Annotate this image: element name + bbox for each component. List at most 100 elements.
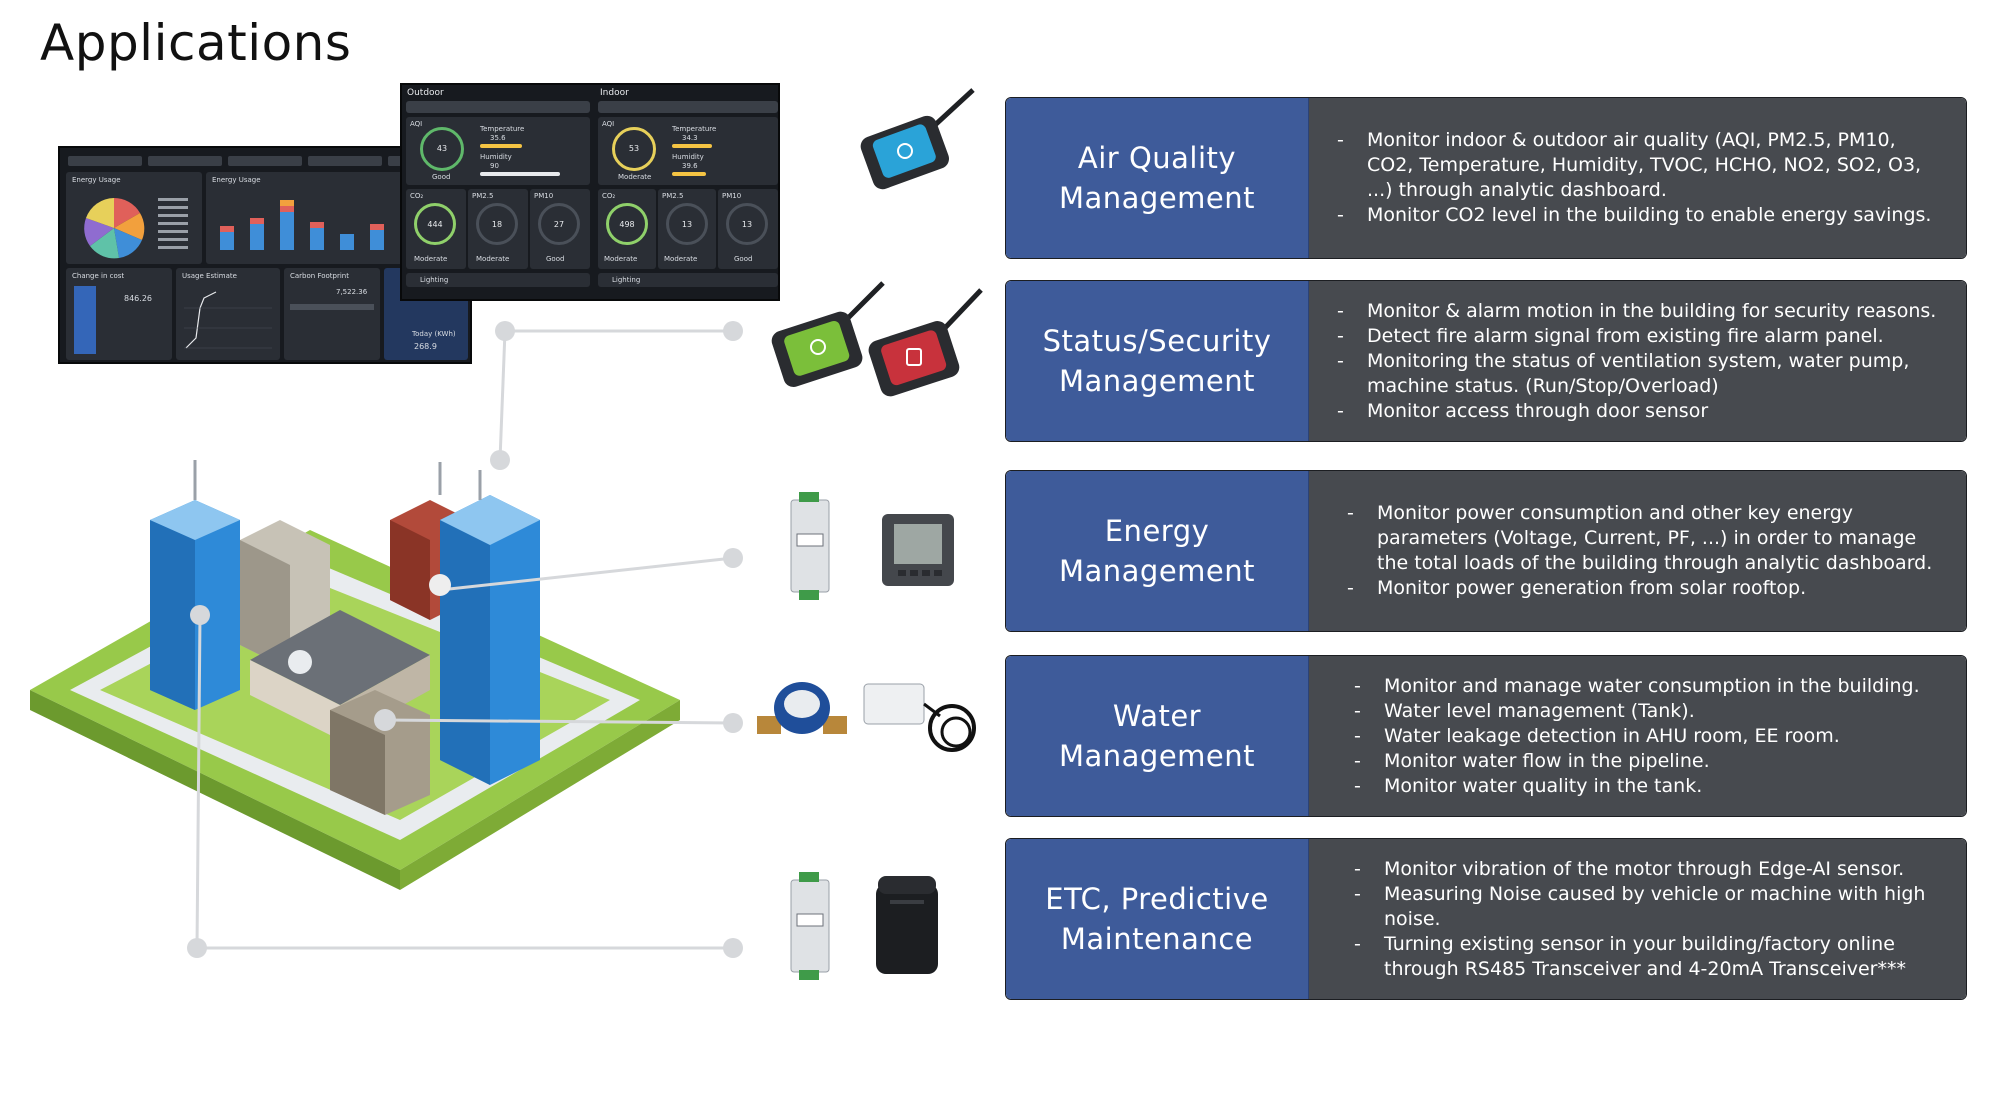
door-sensor-icon: [868, 288, 983, 397]
app-row-predictive-maintenance: ETC, Predictive Maintenance Monitor vibr…: [1005, 838, 1967, 1000]
energy-list: Monitor power consumption and other key …: [1347, 501, 1942, 601]
list-item: Monitoring the status of ventilation sys…: [1337, 349, 1942, 399]
water-meter-icon: [757, 682, 847, 734]
transceiver-icon: [790, 872, 830, 980]
app-row-energy: Energy Management Monitor power consumpt…: [1005, 470, 1967, 632]
carbon-footprint-card: Carbon Footprint 7,522.36: [284, 268, 380, 360]
app-row-water: Water Management Monitor and manage wate…: [1005, 655, 1967, 817]
indoor-pm10-card: PM10 13 Good: [718, 189, 778, 269]
outdoor-lighting-label: Lighting: [420, 276, 449, 284]
outdoor-pm10-status: Good: [546, 255, 565, 263]
outdoor-pm10-card: PM10 27 Good: [530, 189, 590, 269]
indoor-pm25-value: 13: [681, 219, 693, 229]
pie-chart-icon: [84, 198, 188, 259]
outdoor-aqi-gauge: 43: [420, 127, 464, 171]
outdoor-co2-status: Moderate: [414, 255, 448, 263]
air-quality-dashboard-screenshot: Outdoor Indoor AQI 43 Good Temperature 3…: [400, 83, 780, 301]
indoor-pm10-label: PM10: [722, 192, 742, 200]
app-row-air-quality: Air Quality Management Monitor indoor & …: [1005, 97, 1967, 259]
outdoor-humidity: 90: [490, 162, 499, 170]
indoor-pm10-value: 13: [741, 219, 753, 229]
indoor-temperature-label: Temperature: [672, 125, 717, 133]
water-level-sensor-icon: [863, 683, 976, 752]
aqi-label: AQI: [410, 120, 423, 128]
outdoor-pm25-card: PM2.5 18 Moderate: [468, 189, 528, 269]
indoor-aqi-label: AQI: [602, 120, 615, 128]
outdoor-label: Outdoor: [407, 88, 444, 98]
today-value: 268.9: [414, 342, 437, 351]
list-item: Turning existing sensor in your building…: [1354, 932, 1942, 982]
air-quality-sensor-icon: [860, 88, 975, 190]
building-grey-front: [330, 690, 430, 815]
outdoor-aqi-status: Good: [432, 173, 451, 181]
list-item: Monitor water flow in the pipeline.: [1354, 749, 1920, 774]
connector-lines-and-city: [30, 321, 743, 958]
indoor-aqi-value: 53: [628, 144, 640, 154]
status-security-description: Monitor & alarm motion in the building f…: [1309, 281, 1966, 441]
cost-bar: [74, 286, 96, 354]
air-quality-title: Air Quality Management: [1006, 98, 1309, 258]
indoor-lighting-label: Lighting: [612, 276, 641, 284]
indoor-temperature: 34.3: [682, 134, 698, 142]
list-item: Monitor CO2 level in the building to ena…: [1337, 203, 1942, 228]
outdoor-lighting-row: Lighting: [406, 273, 590, 287]
pm10-label: PM10: [534, 192, 554, 200]
line-chart-icon: [184, 291, 272, 349]
outdoor-temperature: 35.6: [490, 134, 506, 142]
list-item: Monitor power consumption and other key …: [1347, 501, 1942, 576]
water-description: Monitor and manage water consumption in …: [1309, 656, 1966, 816]
motion-sensor-icon: [771, 281, 885, 387]
change-in-cost-card: Change in cost 846.26: [66, 268, 172, 360]
energy-description: Monitor power consumption and other key …: [1309, 471, 1966, 631]
list-item: Monitor water quality in the tank.: [1354, 774, 1920, 799]
indoor-humidity-label: Humidity: [672, 153, 704, 161]
list-item: Detect fire alarm signal from existing f…: [1337, 324, 1942, 349]
energy-usage-label: Energy Usage: [72, 176, 121, 184]
list-item: Monitor indoor & outdoor air quality (AQ…: [1337, 128, 1942, 203]
outdoor-pm25-value: 18: [491, 219, 503, 229]
today-label: Today (KWh): [412, 330, 456, 338]
indoor-aqi-gauge: 53: [612, 127, 656, 171]
indoor-label: Indoor: [600, 88, 629, 98]
temperature-label: Temperature: [480, 125, 525, 133]
pm25-label: PM2.5: [472, 192, 494, 200]
building-blue-right: [440, 495, 540, 785]
app-row-status-security: Status/Security Management Monitor & ala…: [1005, 280, 1967, 442]
predictive-maintenance-description: Monitor vibration of the motor through E…: [1309, 839, 1966, 999]
indoor-co2-card: CO₂ 498 Moderate: [598, 189, 656, 269]
indoor-pm25-card: PM2.5 13 Moderate: [658, 189, 716, 269]
list-item: Water leakage detection in AHU room, EE …: [1354, 724, 1920, 749]
predictive-maintenance-title: ETC, Predictive Maintenance: [1006, 839, 1309, 999]
list-item: Measuring Noise caused by vehicle or mac…: [1354, 882, 1942, 932]
indoor-co2-label: CO₂: [602, 192, 616, 200]
predictive-maintenance-list: Monitor vibration of the motor through E…: [1354, 857, 1942, 982]
indoor-aqi-status: Moderate: [618, 173, 652, 181]
list-item: Monitor access through door sensor: [1337, 399, 1942, 424]
isometric-city-illustration: [30, 460, 680, 890]
indoor-humidity: 39.6: [682, 162, 698, 170]
status-security-title: Status/Security Management: [1006, 281, 1309, 441]
page-title: Applications: [40, 14, 352, 72]
carbon-value: 7,522.36: [336, 288, 368, 296]
energy-usage-label-2: Energy Usage: [212, 176, 261, 184]
indoor-pm25-label: PM2.5: [662, 192, 684, 200]
din-rail-meter-icon: [790, 492, 830, 600]
indoor-pm25-status: Moderate: [664, 255, 698, 263]
change-in-cost-label: Change in cost: [72, 272, 125, 280]
usage-estimate-label: Usage Estimate: [182, 272, 237, 280]
air-quality-list: Monitor indoor & outdoor air quality (AQ…: [1337, 128, 1942, 228]
outdoor-aqi-card: AQI 43 Good Temperature 35.6 Humidity 90: [406, 117, 590, 185]
outdoor-pm10-value: 27: [553, 219, 565, 229]
water-title: Water Management: [1006, 656, 1309, 816]
change-in-cost-value: 846.26: [124, 294, 152, 303]
co2-label: CO₂: [410, 192, 424, 200]
indoor-pm10-status: Good: [734, 255, 753, 263]
vibration-sensor-icon: [876, 876, 938, 974]
humidity-label: Humidity: [480, 153, 512, 161]
outdoor-pm25-status: Moderate: [476, 255, 510, 263]
list-item: Water level management (Tank).: [1354, 699, 1920, 724]
status-security-list: Monitor & alarm motion in the building f…: [1337, 299, 1942, 424]
carbon-footprint-label: Carbon Footprint: [290, 272, 349, 280]
list-item: Monitor power generation from solar roof…: [1347, 576, 1942, 601]
list-item: Monitor vibration of the motor through E…: [1354, 857, 1942, 882]
